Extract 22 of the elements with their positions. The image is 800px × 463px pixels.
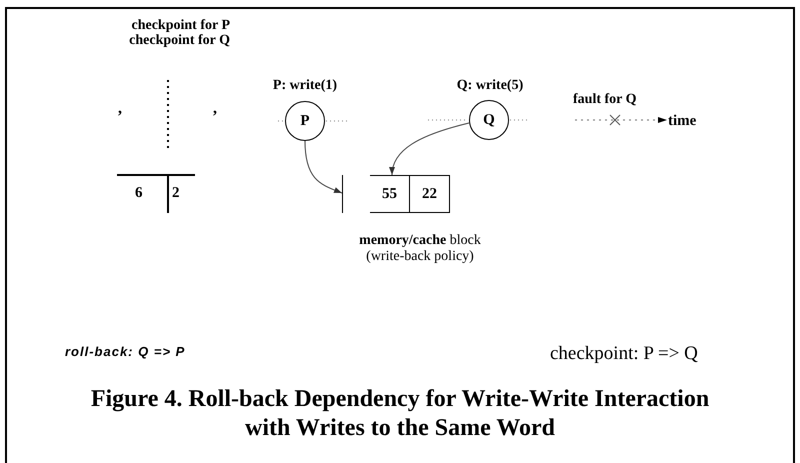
diagram-label: fault for Q xyxy=(573,92,637,108)
diagram-label: checkpoint for P xyxy=(130,18,230,34)
diagram-label: , xyxy=(118,100,122,118)
diagram-label: roll-back: Q => P xyxy=(65,345,186,360)
memory-word: 22 xyxy=(421,184,438,204)
memory-word: 55 xyxy=(370,176,410,212)
memory-word-divider xyxy=(342,175,343,213)
diagram-label: 6 xyxy=(135,185,142,202)
memory-block xyxy=(370,175,450,213)
block-caption: memory/cache block (write-back policy) xyxy=(358,233,482,266)
diagram-label: checkpoint: P => Q xyxy=(550,343,698,365)
diagram-label: time xyxy=(668,113,696,130)
figure-caption: Figure 4. Roll-back Dependency for Write-Write Interaction with Writes to the Same Word xyxy=(90,385,710,443)
write-label: Q: write(5) xyxy=(456,78,524,94)
diagram-label: 2 xyxy=(172,185,180,202)
diagram-label: checkpoint for Q xyxy=(128,33,230,50)
write-arrow xyxy=(390,122,470,176)
write-label: P: write(1) xyxy=(272,78,338,94)
process-circle: P xyxy=(285,101,325,141)
write-arrow xyxy=(304,140,342,194)
process-circle: Q xyxy=(469,100,509,140)
diagram-label: , xyxy=(213,100,217,118)
